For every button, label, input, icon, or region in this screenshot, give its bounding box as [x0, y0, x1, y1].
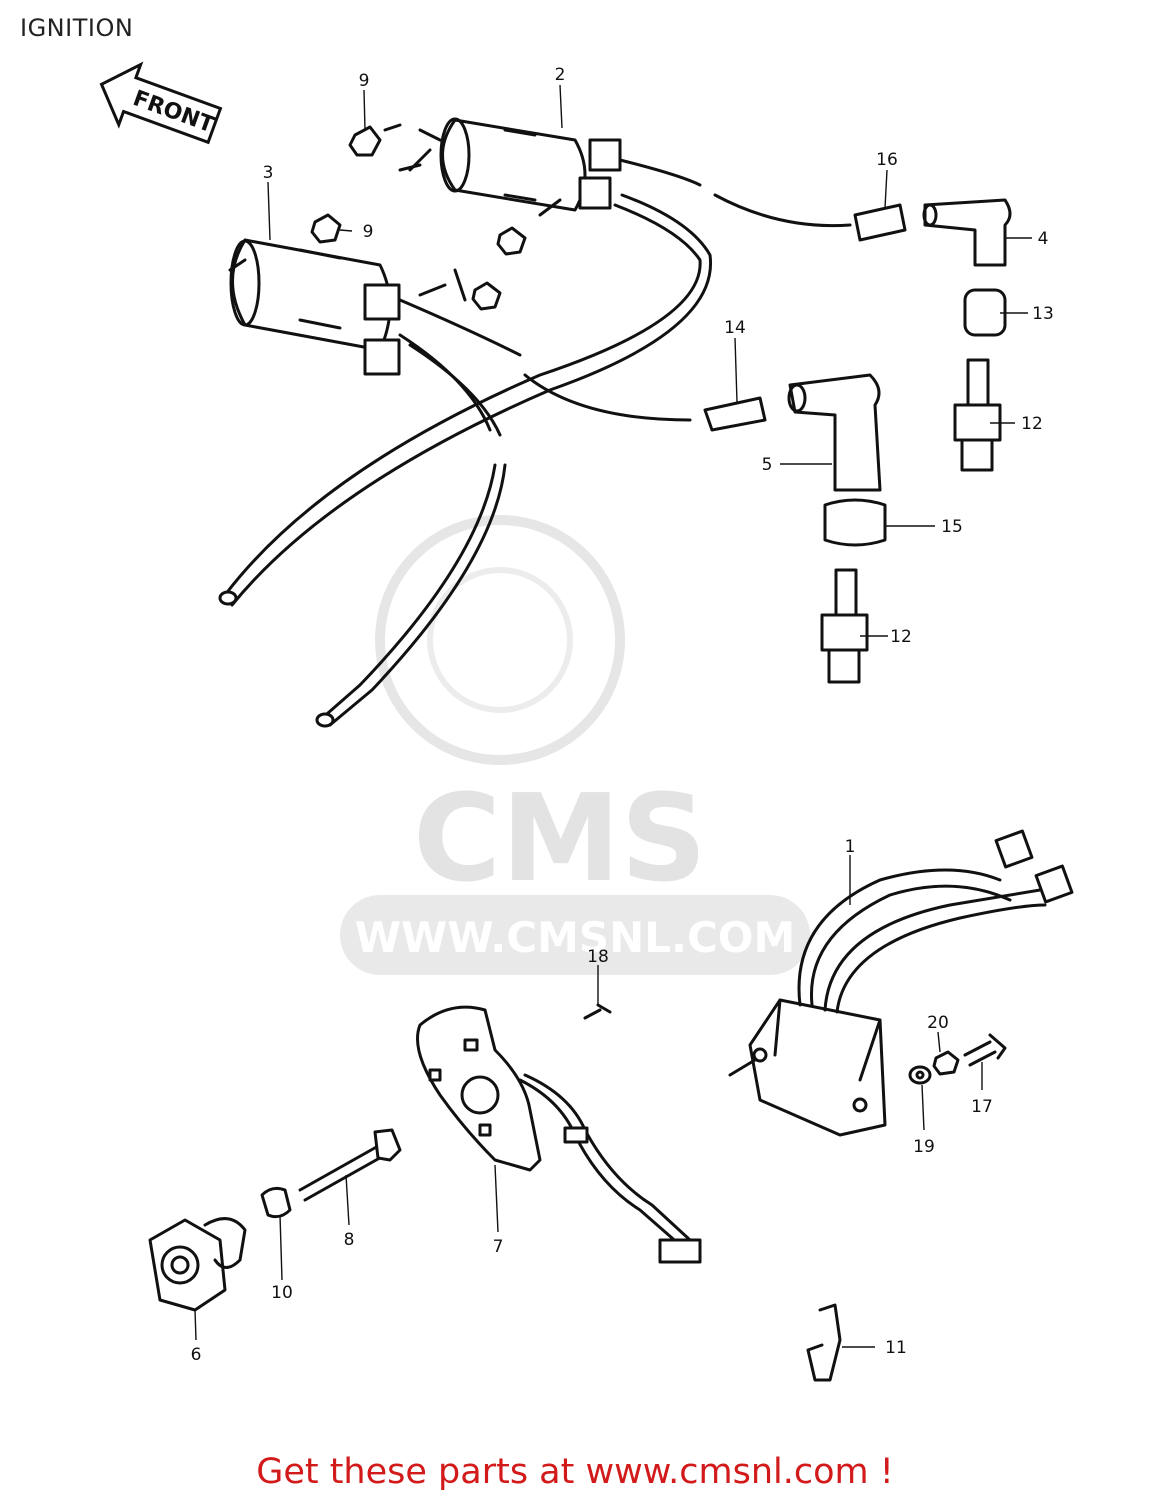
spark-plug-upper — [953, 358, 1002, 472]
callout-7: 7 — [493, 1237, 504, 1257]
callout-8: 8 — [344, 1230, 355, 1250]
callout-15: 15 — [941, 517, 963, 537]
timing-advancer — [148, 1217, 247, 1312]
ignition-coil-upper — [408, 117, 622, 217]
nut-lower — [310, 213, 342, 244]
callout-11: 11 — [885, 1338, 907, 1358]
watermark-url: WWW.CMSNL.COM — [355, 913, 796, 962]
spark-plug-lower — [820, 568, 869, 684]
callout-20: 20 — [927, 1013, 949, 1033]
callout-19: 19 — [913, 1137, 935, 1157]
callout-6: 6 — [191, 1345, 202, 1365]
seal-15 — [823, 498, 887, 547]
callout-10: 10 — [271, 1283, 293, 1303]
screw-18 — [583, 1003, 612, 1020]
plug-cap-4 — [922, 198, 1012, 267]
callout-18: 18 — [587, 947, 609, 967]
page-title: IGNITION — [20, 14, 134, 42]
nut-20 — [932, 1050, 960, 1076]
bolt-17 — [963, 1033, 1007, 1067]
leader-lines — [194, 84, 1032, 1348]
callout-16: 16 — [876, 150, 898, 170]
callout-1: 1 — [845, 837, 856, 857]
bolt-8 — [298, 1128, 402, 1202]
washer-19 — [908, 1065, 932, 1085]
footer-promo-text: Get these parts at www.cmsnl.com ! — [256, 1452, 894, 1492]
callout-5: 5 — [762, 455, 773, 475]
callout-2: 2 — [555, 65, 566, 85]
callout-13: 13 — [1032, 304, 1054, 324]
spacer-10 — [260, 1186, 292, 1219]
callout-4: 4 — [1038, 229, 1049, 249]
front-arrow: FRONT — [99, 61, 223, 145]
callout-3: 3 — [263, 163, 274, 183]
callout-9a: 9 — [359, 71, 370, 91]
plug-cap-5 — [787, 373, 882, 492]
rubber-cap-14 — [703, 396, 767, 432]
seal-13 — [963, 288, 1007, 337]
rubber-cap-16 — [853, 203, 907, 242]
watermark-brand: CMS — [413, 770, 707, 909]
ic-igniter — [728, 829, 1074, 1137]
high-tension-leads — [218, 158, 852, 728]
callout-12a: 12 — [1021, 414, 1043, 434]
ignition-coil-lower — [228, 238, 401, 376]
cms-watermark: CMS WWW.CMSNL.COM — [340, 515, 810, 975]
callout-14: 14 — [724, 318, 746, 338]
pickup-coil-plate — [416, 1005, 702, 1264]
nut-upper — [348, 123, 422, 172]
callouts: 1 2 3 4 5 6 7 8 9 9 10 11 12 12 13 14 15… — [191, 65, 1054, 1365]
nut-middle — [418, 226, 527, 311]
callout-9b: 9 — [363, 222, 374, 242]
clamp-11 — [806, 1303, 842, 1382]
callout-17: 17 — [971, 1097, 993, 1117]
callout-12b: 12 — [890, 627, 912, 647]
